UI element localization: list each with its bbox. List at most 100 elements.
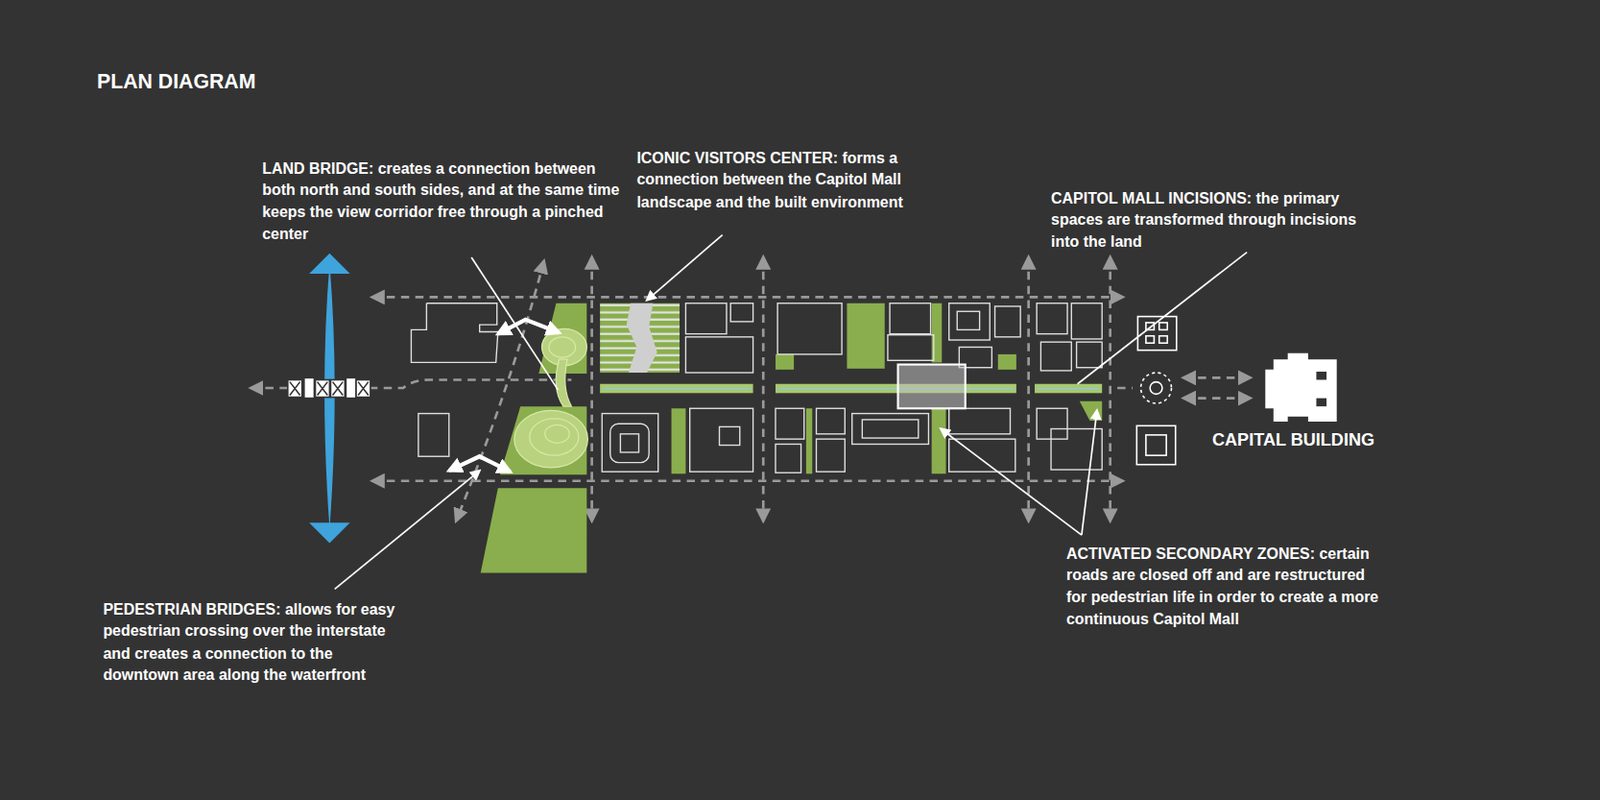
building-outlines-part [861, 419, 918, 438]
river-arrow-part [309, 522, 351, 543]
green-spaces-part [846, 303, 884, 369]
river-arrow-part [309, 253, 351, 274]
mall-incisions-part [1034, 383, 1102, 394]
green-spaces-part [998, 354, 1017, 370]
building-outlines-part [719, 426, 741, 445]
callout-text: ICONIC VISITORS CENTER: forms a connecti… [636, 146, 932, 213]
building-outlines-part [949, 303, 991, 340]
building-outlines-part [685, 303, 727, 335]
building-outlines-part [620, 433, 639, 453]
building-outlines-part [1036, 407, 1068, 439]
building-outlines-part [610, 423, 649, 462]
capitol-park-icons-part [1146, 335, 1155, 343]
building-outlines-part [887, 334, 934, 361]
visitors-center-part [626, 303, 658, 373]
capitol-park-icons-part [1159, 335, 1169, 343]
leader-lines-part [334, 470, 480, 589]
building-outlines-part [418, 413, 450, 457]
capitol-park-icons-part [1141, 372, 1172, 404]
road-grid-part [762, 257, 765, 521]
building-outlines-part [775, 443, 802, 473]
mall-incisions-part [1036, 387, 1100, 390]
callout-text: LAND BRIDGE: creates a connection betwee… [262, 157, 630, 245]
building-outlines-part [816, 438, 846, 472]
visitors-center-part [599, 303, 680, 373]
capitol-building-icon-part [1265, 353, 1337, 422]
building-outlines-part [816, 407, 846, 434]
land-bridge-part [514, 409, 589, 468]
capitol-building-icon-part [1315, 371, 1327, 381]
road-grid-part [251, 386, 288, 390]
callout-text: CAPITOL MALL INCISIONS: the primary spac… [1050, 187, 1358, 253]
callout-text: PEDESTRIAN BRIDGES: allows for easy pede… [102, 597, 409, 686]
building-label: CAPITAL BUILDING [1212, 429, 1375, 451]
building-outlines-part [1076, 341, 1103, 368]
diagram-title: PLAN DIAGRAM [96, 69, 256, 95]
visitors-center [599, 303, 680, 373]
building-outlines-part [601, 413, 658, 473]
building-outlines-part [1036, 303, 1068, 335]
building-outlines-part [949, 438, 1016, 472]
road-grid-part [1183, 376, 1250, 380]
land-bridge-part [545, 424, 571, 443]
building-outlines-part [1071, 303, 1102, 339]
leader-lines-part [471, 257, 558, 390]
mall-incisions [599, 383, 1102, 394]
road-grid-part [1026, 257, 1030, 521]
mall-incisions-part [601, 387, 751, 390]
green-spaces-part [671, 407, 687, 474]
road-grid-part [1108, 257, 1112, 521]
building-outlines-part [889, 303, 932, 335]
green-spaces-part [806, 407, 812, 474]
green-spaces-part [775, 354, 794, 370]
land-bridge-part [555, 358, 572, 406]
road-grid-part [1117, 386, 1133, 390]
mall-incisions-part [775, 383, 1017, 394]
leader-lines [334, 235, 1247, 590]
pedestrian-bridge-arrows [449, 319, 560, 472]
interstate-symbol-part [345, 377, 357, 398]
capitol-building-icon [1265, 353, 1337, 422]
land-bridge-part [549, 336, 576, 358]
green-spaces-part [931, 407, 947, 474]
capitol-park-icons-part [1136, 425, 1175, 464]
mall-incisions-part [599, 383, 753, 394]
river-arrow [309, 253, 351, 544]
green-spaces-part [1079, 401, 1102, 421]
building-outlines-part [949, 407, 1011, 434]
pedestrian-bridge-arrows-part [498, 319, 560, 335]
building-outlines-part [775, 407, 805, 439]
mall-incisions-part [777, 387, 1015, 390]
leader-lines-part [1081, 409, 1098, 535]
leader-lines-part [940, 429, 1082, 536]
road-grid-part [372, 295, 1123, 299]
building-outlines [410, 303, 1102, 473]
building-outlines-part [852, 413, 930, 445]
road-grid [251, 257, 1251, 521]
interstate-symbol-part [289, 382, 369, 396]
land-bridge-part [529, 418, 579, 455]
building-outlines-part [777, 303, 842, 355]
building-outlines-part [956, 310, 980, 330]
leader-lines-part [646, 235, 723, 301]
building-outlines-part [730, 303, 753, 322]
building-outlines-part [1040, 341, 1072, 371]
interstate-symbol-part [304, 377, 315, 398]
road-grid-part [590, 257, 594, 521]
building-outlines-part [410, 303, 498, 363]
building-outlines-part [690, 407, 754, 472]
road-grid-part [369, 379, 573, 388]
capitol-park-icons-part [1146, 434, 1167, 455]
building-outlines-part [995, 306, 1022, 337]
land-bridge-part [514, 328, 589, 468]
land-bridge-part [480, 487, 588, 573]
callout-text: ACTIVATED SECONDARY ZONES: certain roads… [1066, 542, 1384, 630]
capitol-park-icons [1136, 316, 1176, 465]
interstate-symbol [287, 377, 371, 398]
visitors-center-footprint-part [898, 364, 966, 409]
capitol-park-icons-part [1159, 322, 1169, 330]
road-grid-part [1183, 396, 1250, 400]
pedestrian-bridge-arrows-part [449, 455, 511, 472]
capitol-park-icons-part [1149, 382, 1163, 395]
